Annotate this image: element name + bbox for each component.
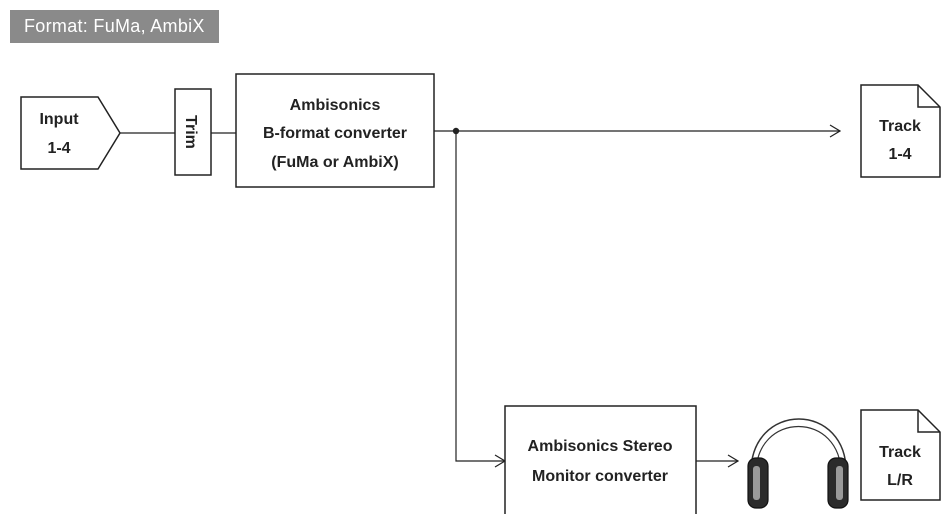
track-main-node: Track 1-4 (860, 84, 941, 178)
track-lr-label-line2: L/R (887, 472, 913, 489)
track-main-label-line2: 1-4 (888, 146, 911, 163)
trim-node: Trim (174, 88, 212, 176)
stereo-monitor-label-line2: Monitor converter (532, 468, 668, 485)
input-label-line1: Input (39, 111, 79, 128)
diagram-title: Format: FuMa, AmbiX (10, 10, 219, 43)
stereo-monitor-converter-node: Ambisonics Stereo Monitor converter (504, 405, 697, 514)
bformat-label-line3: (FuMa or AmbiX) (271, 154, 398, 171)
track-main-label-line1: Track (879, 118, 921, 135)
input-node: Input 1-4 (20, 96, 121, 170)
track-lr-node: Track L/R (860, 409, 941, 501)
headphones-icon (747, 418, 849, 509)
track-lr-label-line1: Track (879, 444, 921, 461)
input-label-line2: 1-4 (47, 140, 70, 157)
bformat-converter-node: Ambisonics B-format converter (FuMa or A… (235, 73, 435, 188)
stereo-monitor-label-line1: Ambisonics Stereo (528, 438, 673, 455)
bformat-label-line2: B-format converter (263, 125, 407, 142)
bformat-label-line1: Ambisonics (290, 97, 381, 114)
arrow-to-stereo-monitor (455, 131, 505, 461)
trim-label: Trim (182, 115, 199, 149)
